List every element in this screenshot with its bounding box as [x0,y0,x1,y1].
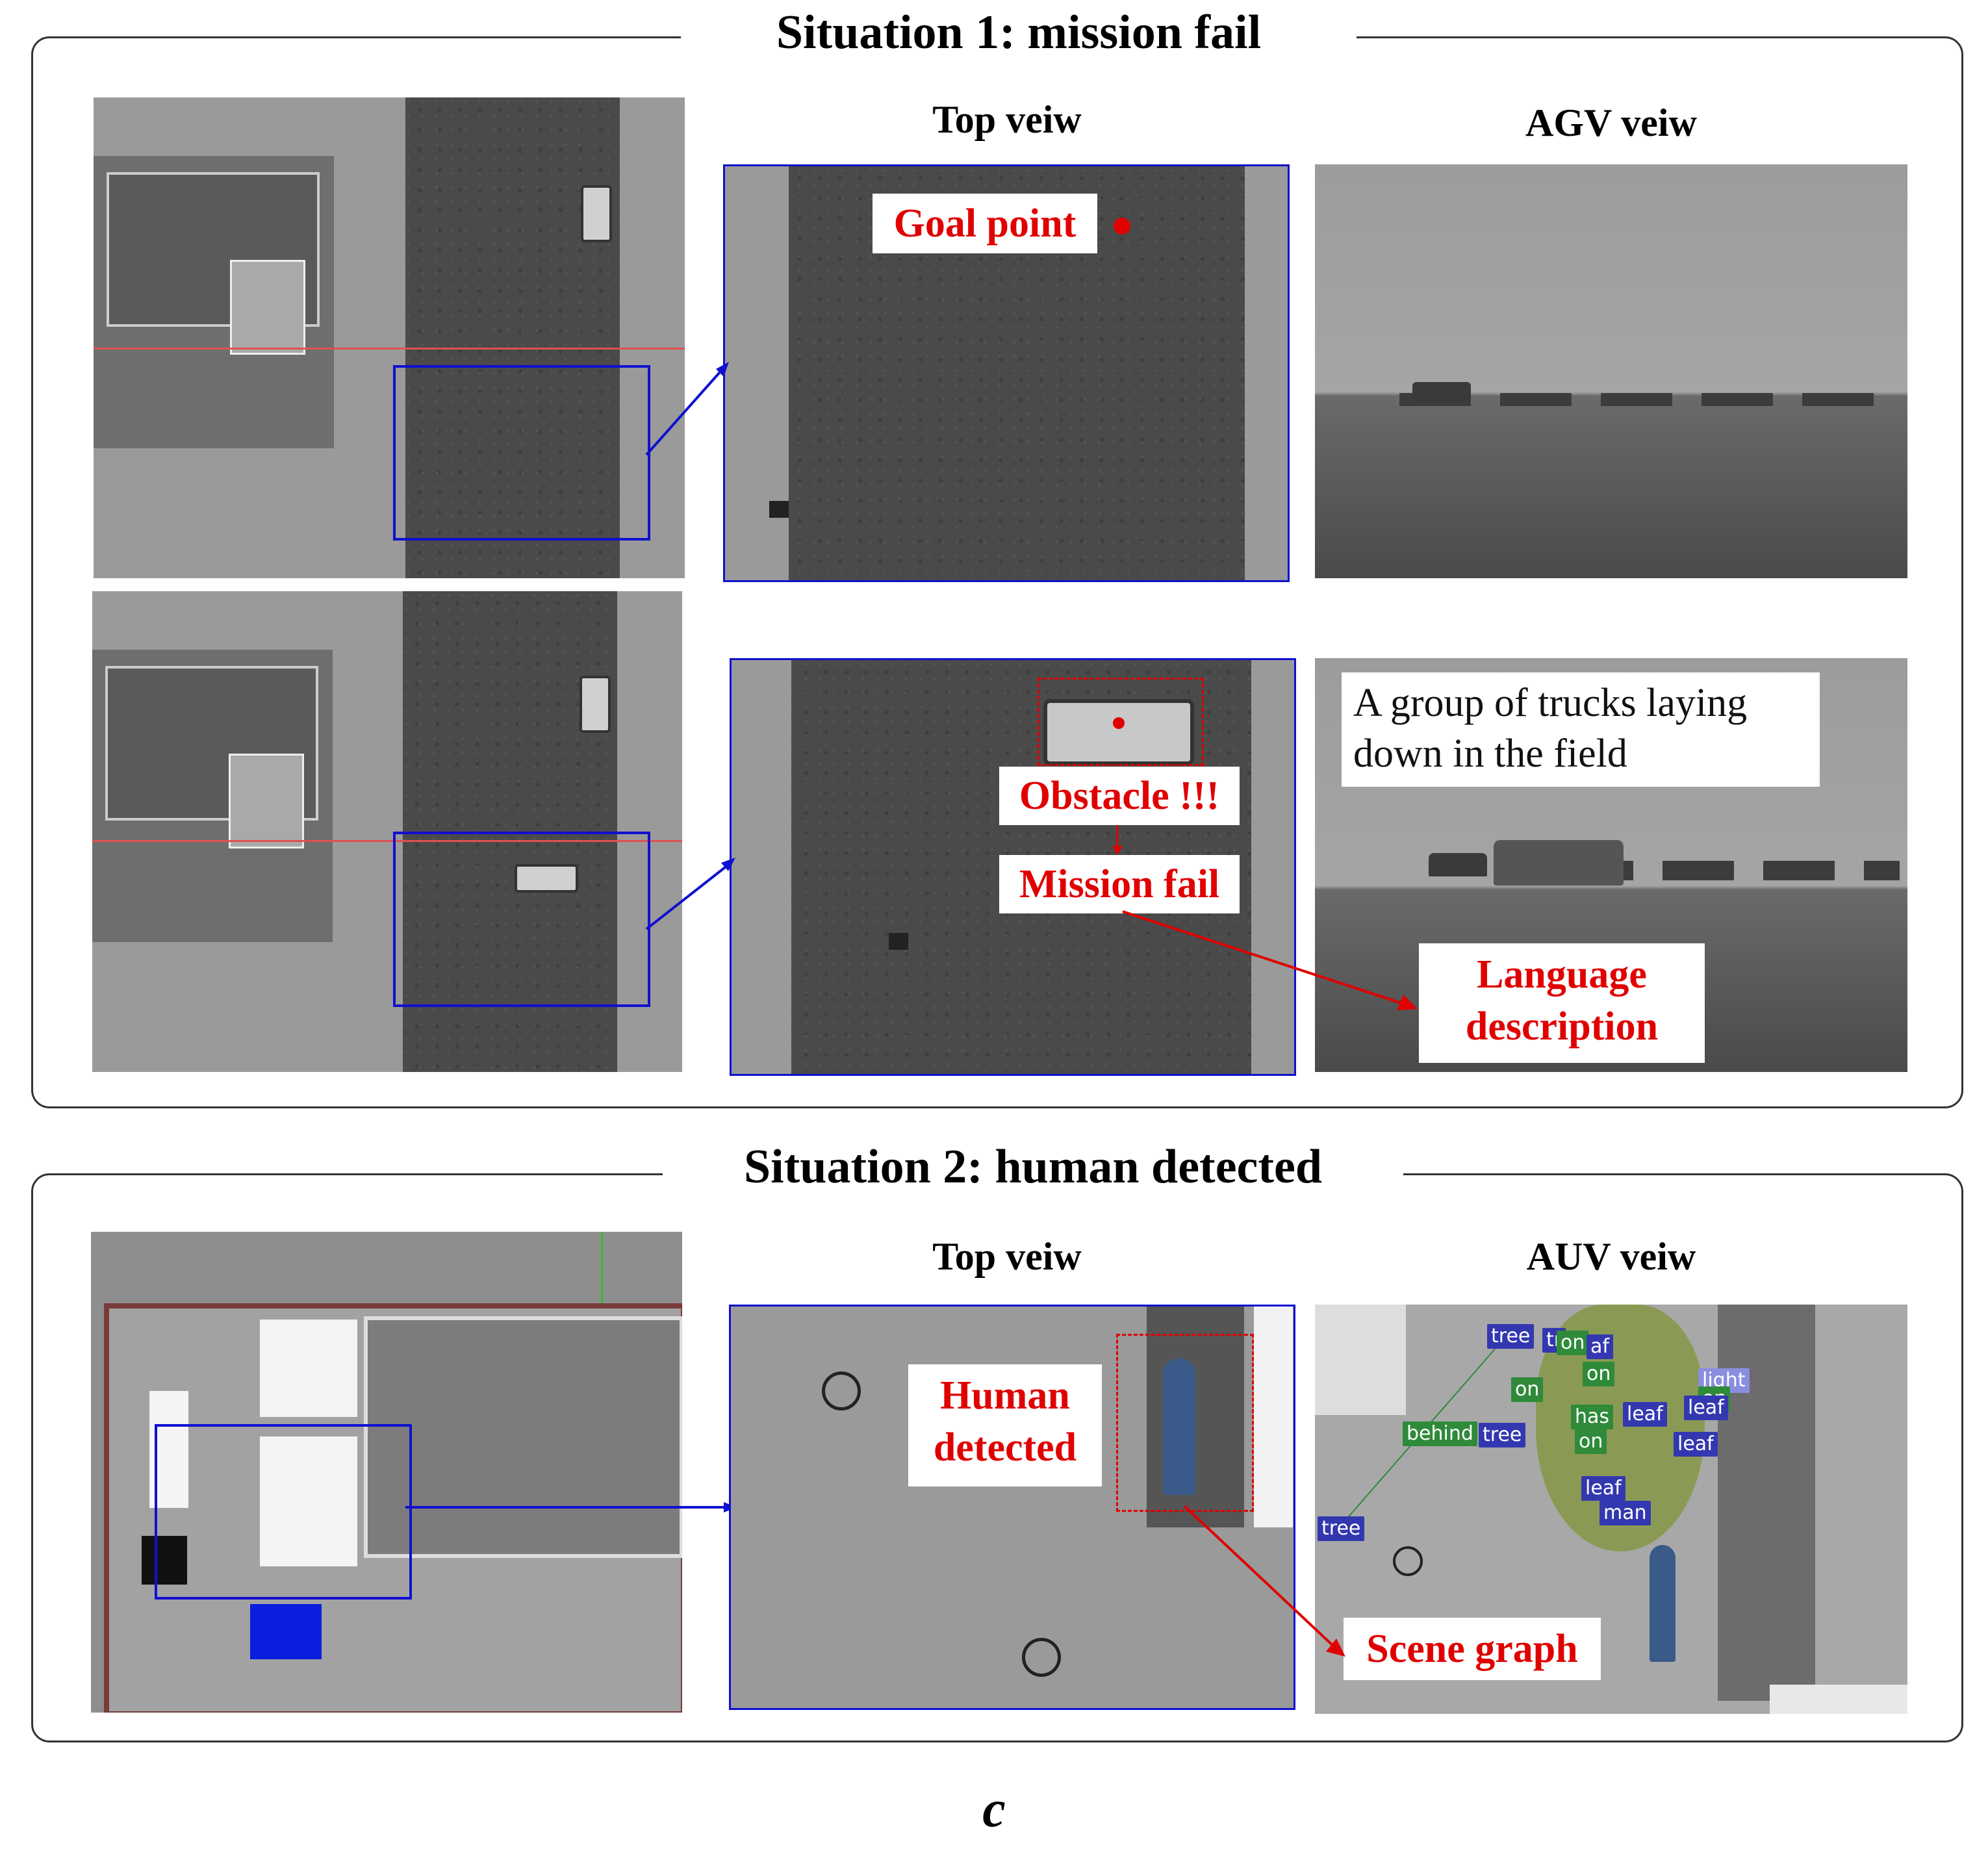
drone-icon-1 [822,1371,861,1410]
barrier-row [1399,393,1900,406]
sidewalk-right [1251,660,1294,1074]
car-icon [580,676,611,733]
scene-tag: man [1599,1501,1651,1525]
goal-point-label: Goal point [873,194,1097,253]
truck-far [1429,853,1487,876]
scene-tag: leaf [1581,1476,1625,1501]
human-line-2: detected [933,1425,1077,1470]
fail-to-language-arrow [1122,910,1418,1010]
scene-tag: tree [1318,1516,1365,1541]
blue-roof [250,1604,322,1659]
inner-room [229,754,304,848]
scene-tag: leaf [1674,1432,1718,1457]
road-strip [405,97,620,578]
zoom-arrow-3 [405,1502,737,1512]
zoom-box-1 [393,365,650,541]
situation1-title: Situation 1: mission fail [681,0,1357,65]
situation2-top-view-title: Top veiw [932,1235,1082,1278]
situation1-agv-view-title: AGV veiw [1525,101,1697,144]
overview-map-1 [94,97,685,578]
language-description-label: Language description [1419,943,1705,1063]
black-block [142,1536,187,1585]
obstacle-to-fail-arrow [1112,825,1123,855]
obstacle-truck [1043,699,1194,765]
language-line-2: description [1465,1004,1659,1049]
panel-label: c [982,1781,1006,1838]
auv-view: tree tr on af on on light on leaf has le… [1315,1305,1907,1714]
zoom-arrow-1 [645,362,729,456]
scene-tag: on [1575,1429,1607,1454]
agv-robot-icon [769,501,789,518]
human-to-scene-graph-arrow [1183,1505,1345,1657]
overview-map-3 [91,1232,682,1713]
obstacle-label: Obstacle !!! [999,767,1240,825]
situation1-top-view-title: Top veiw [932,98,1082,141]
situation2-title: Situation 2: human detected [663,1134,1403,1199]
human-detected-label: Human detected [908,1364,1102,1486]
truck-near [1494,840,1624,886]
scene-tag: on [1511,1377,1544,1402]
red-laser-line [94,348,685,350]
human-box [1116,1334,1254,1512]
goal-point-marker [1114,218,1130,235]
situation2-auv-view-title: AUV veiw [1526,1235,1696,1278]
mission-fail-label: Mission fail [999,855,1240,913]
agv-robot-icon [889,933,908,950]
distant-truck [1412,382,1471,402]
human-figure [1163,1358,1195,1495]
zoom-box-3 [155,1424,412,1600]
green-axis-line [601,1232,603,1303]
floor-strip [1770,1685,1907,1714]
language-caption: A group of trucks laying down in the fie… [1342,672,1820,787]
red-laser-line [92,840,682,842]
human-line-1: Human [940,1373,1070,1418]
scene-tag: leaf [1623,1402,1667,1427]
language-line-1: Language [1477,952,1647,997]
caption-line-1: A group of trucks laying [1353,681,1748,725]
building-white-2 [260,1436,357,1566]
scene-tag: af [1587,1334,1613,1359]
scene-tag: behind [1403,1422,1477,1446]
zoom-box-2 [393,832,650,1007]
obstacle-box [1038,678,1204,766]
zoom-arrow-2 [645,858,735,930]
scene-tag: on [1557,1331,1589,1355]
drone-icon [1393,1546,1423,1576]
inner-room [230,260,305,355]
scene-tag: tree [1479,1423,1526,1447]
obstacle-truck-icon [515,864,578,893]
top-view-1 [723,164,1290,582]
sidewalk-left [725,166,789,580]
sidewalk-right [1245,166,1288,580]
scene-tag: on [1583,1362,1615,1386]
overview-map-2 [92,591,682,1072]
sidewalk-left [732,660,791,1074]
car-icon [581,185,612,242]
human-figure [1650,1545,1676,1662]
obstacle-center-dot [1113,717,1125,729]
agv-view-1 [1315,164,1907,578]
building-white-1 [260,1320,357,1417]
scene-tag: leaf [1684,1396,1728,1420]
drone-icon-2 [1022,1638,1061,1677]
upper-wall [1315,1305,1406,1415]
scene-tag: tree [1487,1324,1535,1349]
caption-line-2: down in the field [1353,732,1627,776]
scene-tag: has [1571,1405,1614,1429]
indoor-block [364,1316,682,1558]
white-wall [1254,1307,1293,1527]
scene-graph-label: Scene graph [1344,1618,1601,1680]
